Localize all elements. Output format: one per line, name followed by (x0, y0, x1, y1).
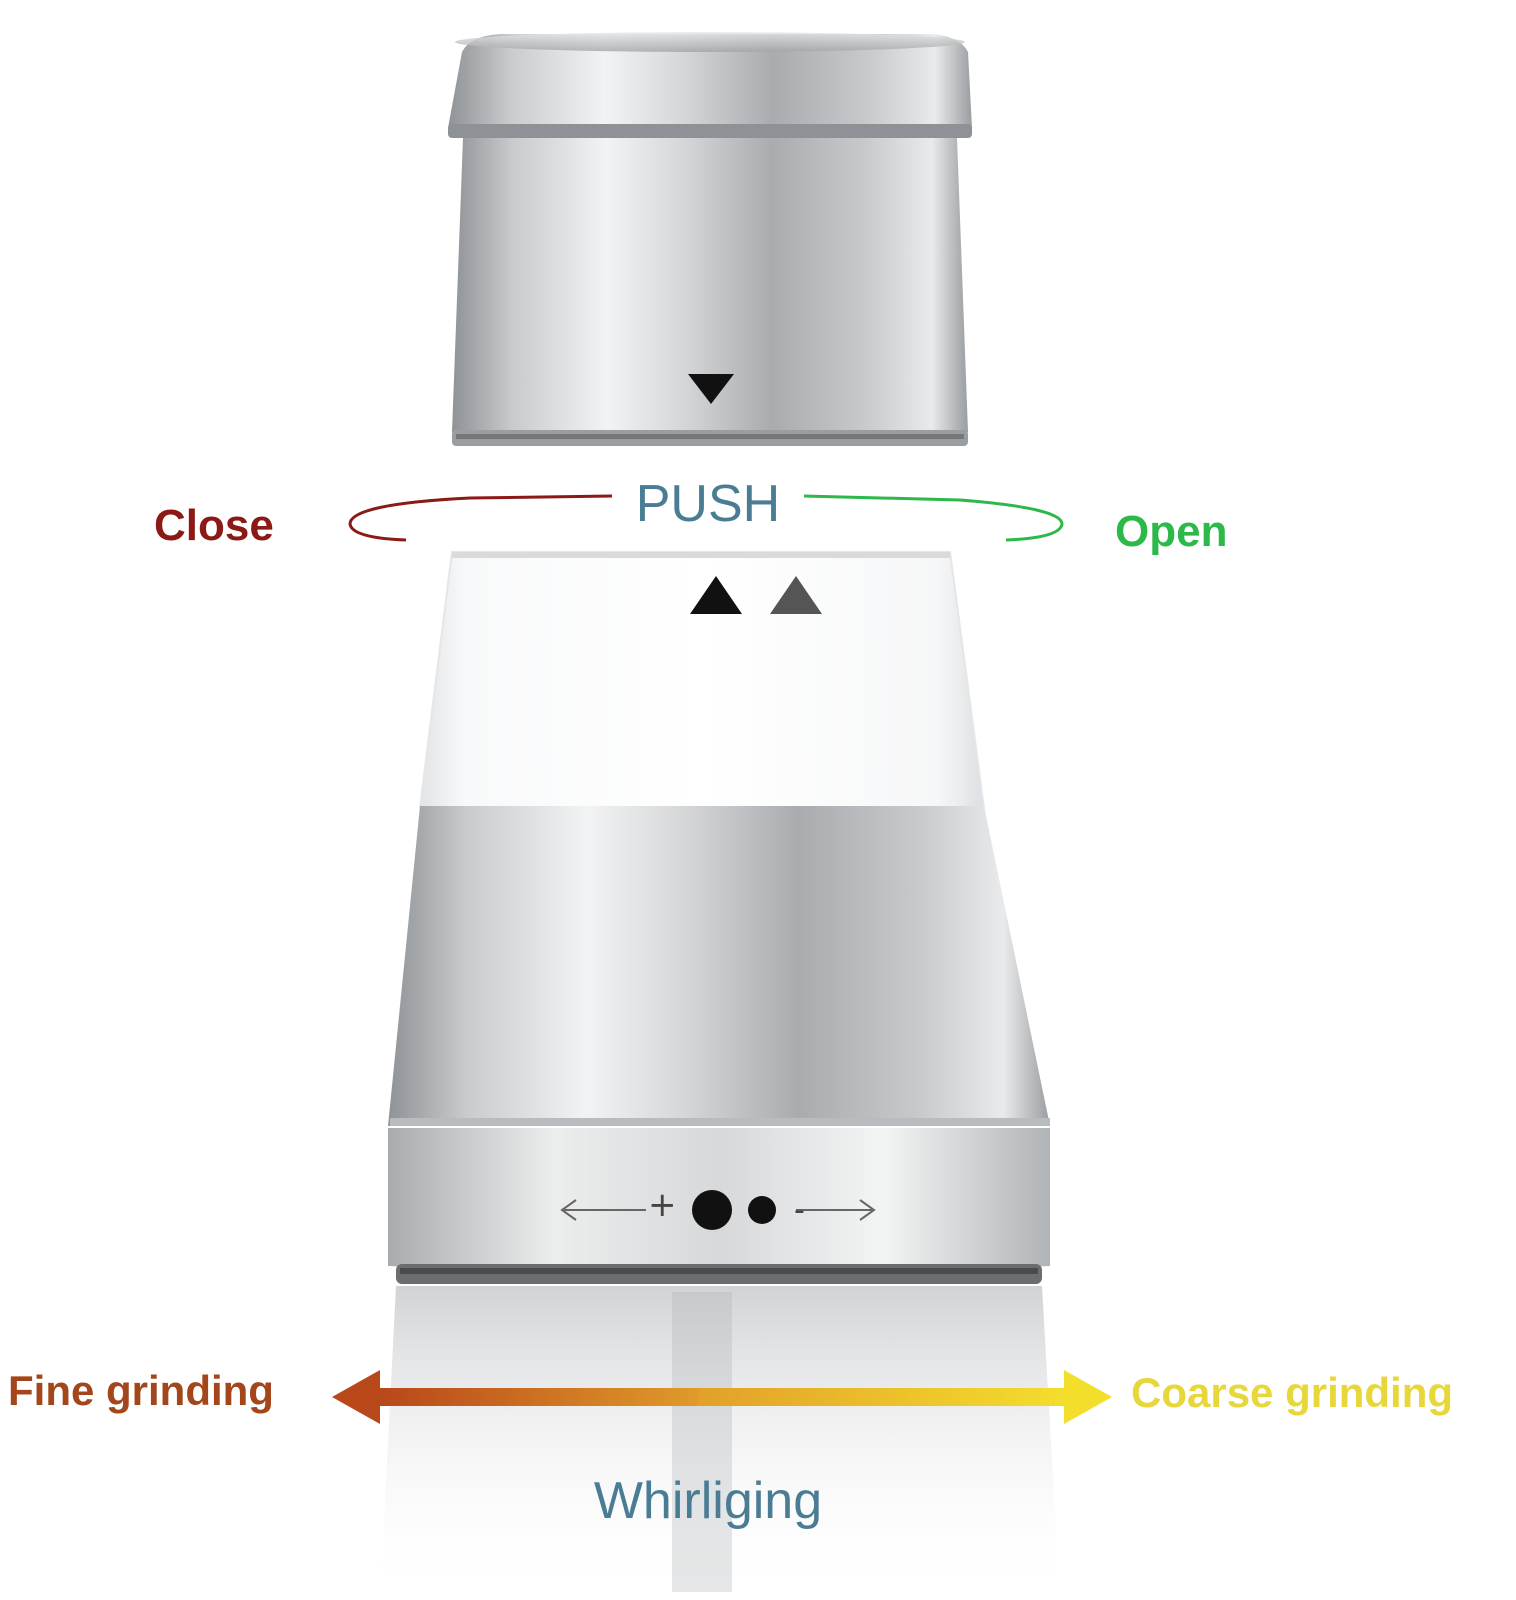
adjustment-scale (560, 1199, 876, 1221)
rotation-indicator (348, 494, 1064, 542)
cap (448, 32, 972, 446)
glass-body (418, 551, 986, 809)
triangle-up-icon (770, 576, 822, 614)
triangle-up-icon (690, 576, 742, 614)
plus-mark: + (648, 1185, 677, 1225)
reflection (380, 1286, 1060, 1600)
whirliging-label: Whirliging (593, 1472, 823, 1530)
arrow-right-icon (1064, 1370, 1112, 1424)
arrow-left-icon (332, 1370, 380, 1424)
triangle-down-icon (688, 374, 734, 404)
dot-icon (692, 1190, 732, 1230)
open-label: Open (1115, 507, 1228, 556)
minus-mark: - (794, 1193, 805, 1228)
fine-grinding-label: Fine grinding (8, 1367, 274, 1414)
grinding-arrows (332, 1370, 1112, 1424)
steel-body (388, 806, 1050, 1284)
push-label: PUSH (635, 475, 781, 533)
coarse-grinding-label: Coarse grinding (1131, 1369, 1454, 1416)
dot-icon (748, 1196, 776, 1224)
close-label: Close (154, 501, 274, 550)
